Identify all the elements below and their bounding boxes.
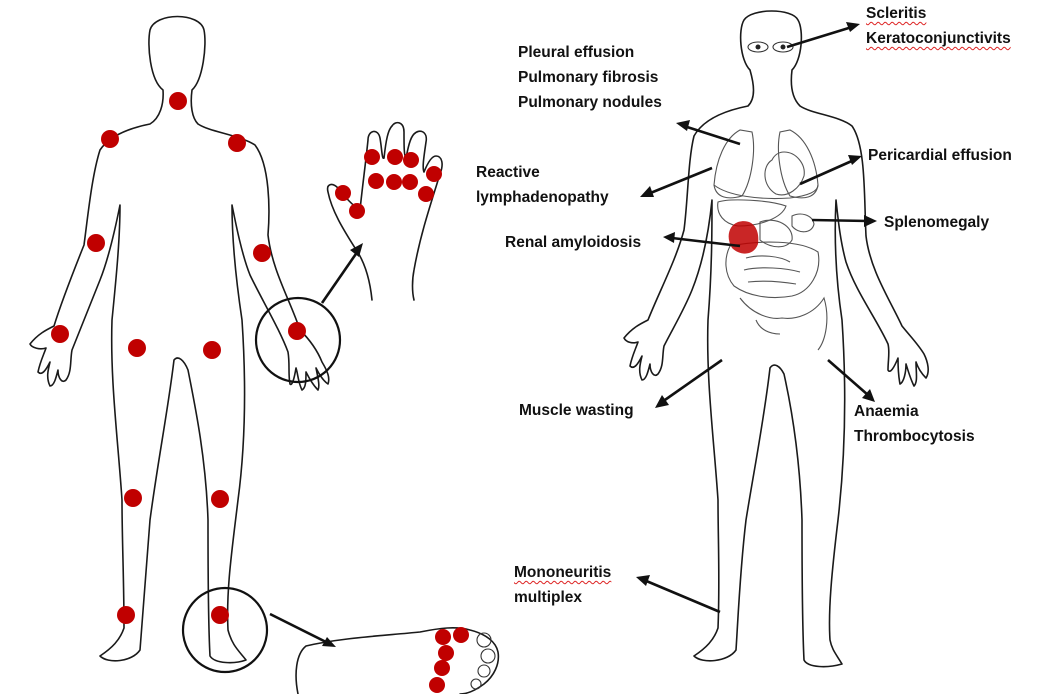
right-body-outline	[624, 11, 928, 667]
right-lung	[714, 130, 754, 198]
joint-marker-right-wrist	[51, 325, 69, 343]
liver	[718, 200, 786, 226]
joint-marker-right-ankle	[117, 606, 135, 624]
label-renal-amyloidosis: Renal amyloidosis	[505, 230, 641, 255]
left-lung	[778, 130, 818, 198]
label-thrombocytosis: Thrombocytosis	[854, 424, 975, 449]
joint-marker-left-wrist	[288, 322, 306, 340]
label-ocular: Scleritis Keratoconjunctivits	[866, 1, 1011, 51]
label-multiplex: multiplex	[514, 585, 611, 610]
heart	[765, 152, 804, 195]
label-reactive: Reactive	[476, 160, 609, 185]
label-pericardial-effusion: Pericardial effusion	[868, 143, 1012, 168]
label-mononeuritis: Mononeuritis	[514, 560, 611, 585]
label-scleritis: Scleritis	[866, 1, 1011, 26]
hand-joint-markers	[335, 149, 442, 219]
ankle-zoom-arrow	[270, 614, 330, 644]
joint-marker-left-hip	[203, 341, 221, 359]
spleen	[792, 214, 814, 232]
label-pulmonary-nodules: Pulmonary nodules	[518, 90, 662, 115]
label-lymph: Reactive lymphadenopathy	[476, 160, 609, 210]
joint-marker-right-knee	[124, 489, 142, 507]
zoomed-hand	[328, 123, 442, 300]
label-anaemia: Anaemia	[854, 399, 975, 424]
joint-marker-right-hip	[128, 339, 146, 357]
wrist-zoom-arrow	[322, 248, 360, 303]
joint-marker-left-ankle	[211, 606, 229, 624]
joint-marker-right-shoulder	[101, 130, 119, 148]
label-pulmonary-fibrosis: Pulmonary fibrosis	[518, 65, 662, 90]
kidney-highlight	[729, 221, 759, 253]
joint-marker-left-shoulder	[228, 134, 246, 152]
wrist-zoom-circle	[256, 298, 340, 382]
joint-marker-left-elbow	[253, 244, 271, 262]
label-pleural-effusion: Pleural effusion	[518, 40, 662, 65]
label-muscle-wasting: Muscle wasting	[519, 398, 634, 423]
diaphragm	[714, 185, 818, 198]
label-keratoconjunctivits: Keratoconjunctivits	[866, 26, 1011, 51]
label-lymphadenopathy: lymphadenopathy	[476, 185, 609, 210]
joint-marker-left-knee	[211, 490, 229, 508]
label-splenomegaly: Splenomegaly	[884, 210, 989, 235]
label-neuro: Mononeuritis multiplex	[514, 560, 611, 610]
wrist-zoom-arrowhead	[350, 243, 363, 257]
foot-joint-markers	[429, 627, 469, 693]
internal-organs	[714, 130, 827, 350]
ankle-zoom-circle	[183, 588, 267, 672]
label-pulmonary: Pleural effusion Pulmonary fibrosis Pulm…	[518, 40, 662, 115]
pelvis	[740, 298, 827, 350]
joint-marker-neck	[169, 92, 187, 110]
label-haematologic: Anaemia Thrombocytosis	[854, 399, 975, 449]
joint-marker-right-elbow	[87, 234, 105, 252]
left-body-outline	[30, 17, 340, 673]
